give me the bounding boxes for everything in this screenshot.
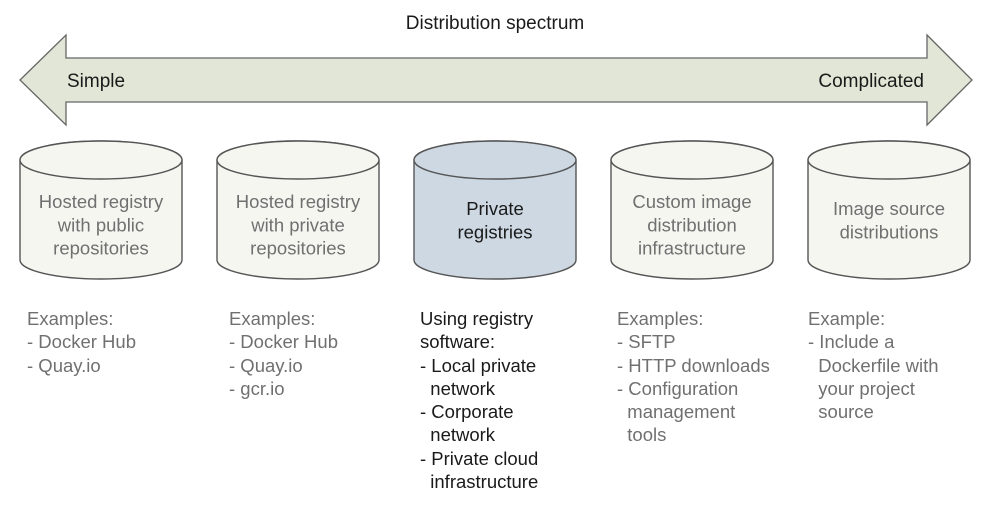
cylinder-label-line: repositories — [250, 238, 346, 259]
examples-line: Examples: — [27, 308, 114, 329]
examples-line: - Private cloud — [420, 447, 539, 469]
examples-line: - Docker Hub — [27, 331, 136, 353]
examples-line: - Quay.io — [27, 354, 101, 376]
cylinder-label-line: Image source — [833, 198, 945, 219]
cylinder-label-line: Hosted registry — [39, 191, 164, 212]
examples-line: - Quay.io — [229, 354, 303, 376]
examples-line: Examples: — [229, 308, 316, 329]
examples-line: - Include a — [808, 331, 895, 353]
cylinder-label-line: distributions — [840, 221, 939, 242]
cylinder-top — [413, 140, 577, 180]
cylinder-top — [19, 140, 183, 180]
spectrum-left-label: Simple — [67, 71, 125, 92]
examples-block-5: Example:- Include a Dockerfile with your… — [808, 307, 939, 423]
cylinder-label-line: infrastructure — [638, 238, 746, 259]
cylinder-label-line: Hosted registry — [236, 191, 361, 212]
examples-line: network — [420, 377, 496, 399]
examples-line: network — [420, 424, 496, 446]
cylinder-top — [216, 140, 380, 180]
examples-line: - SFTP — [617, 331, 676, 353]
examples-line: - Local private — [420, 354, 537, 376]
spectrum-right-label: Complicated — [818, 71, 924, 92]
examples-line: Dockerfile with — [808, 354, 939, 376]
cylinder-top — [807, 140, 971, 180]
examples-line: source — [808, 401, 874, 423]
examples-line: management — [617, 401, 736, 423]
examples-line: Using registry — [420, 308, 534, 329]
examples-line: - gcr.io — [229, 377, 285, 399]
examples-line: - HTTP downloads — [617, 354, 770, 376]
spectrum-double-arrow — [19, 33, 973, 127]
examples-block-2: Examples:- Docker Hub- Quay.io- gcr.io — [229, 307, 338, 400]
examples-line: - Corporate — [420, 401, 514, 423]
diagram-title: Distribution spectrum — [406, 13, 584, 34]
cylinder-label-line: distribution — [647, 214, 736, 235]
examples-line: infrastructure — [420, 471, 539, 493]
cylinder-label-line: registries — [457, 221, 532, 242]
cylinder-label-line: repositories — [53, 238, 149, 259]
examples-block-4: Examples:- SFTP- HTTP downloads- Configu… — [617, 307, 770, 447]
examples-line: - Docker Hub — [229, 331, 338, 353]
examples-line: your project — [808, 377, 915, 399]
examples-line: - Configuration — [617, 377, 739, 399]
cylinder-label-line: with public — [57, 214, 144, 235]
examples-line: Example: — [808, 308, 886, 329]
cylinder-top — [610, 140, 774, 180]
examples-line: tools — [617, 424, 667, 446]
examples-block-1: Examples:- Docker Hub- Quay.io — [27, 307, 136, 377]
cylinder-label-line: Custom image — [632, 191, 751, 212]
examples-line: software: — [420, 331, 496, 353]
examples-line: Examples: — [617, 308, 704, 329]
cylinder-label-line: Private — [466, 198, 524, 219]
cylinder-label-line: with private — [250, 214, 345, 235]
